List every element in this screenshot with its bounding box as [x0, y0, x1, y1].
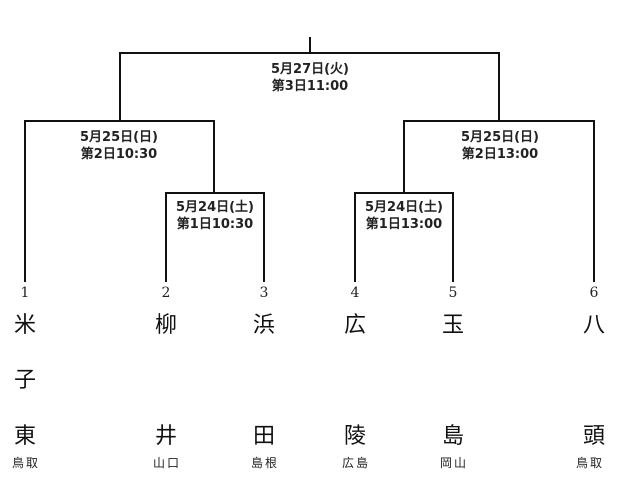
team-prefecture: 岡山 — [439, 456, 468, 470]
team-prefecture: 鳥取 — [11, 456, 40, 470]
team-name-char: 島 — [441, 424, 464, 449]
match-session: 第2日10:30 — [80, 147, 158, 162]
match-session: 第1日10:30 — [176, 217, 254, 232]
match-label-qf-right: 5月24日(土) 第1日13:00 — [329, 199, 479, 233]
team-name-char: 浜 — [252, 313, 275, 338]
team-seed: 4 — [350, 285, 360, 301]
match-date: 5月25日(日) — [79, 130, 159, 145]
team-seed: 6 — [589, 285, 599, 301]
team-name-char: 広 — [343, 313, 366, 338]
team-seed: 2 — [161, 285, 171, 301]
semi-right-bracket — [403, 120, 595, 282]
team-name-char: 陵 — [343, 424, 366, 449]
team-name-char: 八 — [582, 313, 605, 338]
qf-left-bracket — [165, 192, 265, 282]
match-session: 第1日13:00 — [365, 217, 443, 232]
match-date: 5月24日(土) — [175, 200, 255, 215]
team-prefecture: 山口 — [152, 456, 181, 470]
team-name-char: 東 — [13, 424, 36, 449]
team-name-char: 玉 — [441, 313, 464, 338]
match-label-semi-left: 5月25日(日) 第2日10:30 — [44, 129, 194, 163]
team-name-char: 子 — [13, 368, 36, 393]
team-prefecture: 島根 — [250, 456, 279, 470]
qf-right-bracket — [354, 192, 454, 282]
match-label-final: 5月27日(火) 第3日11:00 — [235, 61, 385, 95]
team-prefecture: 鳥取 — [575, 456, 604, 470]
team-name-char: 柳 — [154, 313, 177, 338]
team-name-char: 井 — [154, 424, 177, 449]
team-name-char: 頭 — [582, 424, 605, 449]
final-bracket — [119, 52, 500, 122]
team-seed: 5 — [448, 285, 458, 301]
match-date: 5月24日(土) — [364, 200, 444, 215]
team-seed: 1 — [20, 285, 30, 301]
match-label-qf-left: 5月24日(土) 第1日10:30 — [140, 199, 290, 233]
match-session: 第3日11:00 — [271, 79, 349, 94]
team-name-char: 田 — [252, 424, 275, 449]
match-label-semi-right: 5月25日(日) 第2日13:00 — [425, 129, 575, 163]
semi-left-bracket — [24, 120, 215, 282]
match-session: 第2日13:00 — [461, 147, 539, 162]
team-seed: 3 — [259, 285, 269, 301]
team-prefecture: 広島 — [341, 456, 370, 470]
match-date: 5月27日(火) — [270, 62, 350, 77]
team-name-char: 米 — [13, 313, 36, 338]
match-date: 5月25日(日) — [460, 130, 540, 145]
